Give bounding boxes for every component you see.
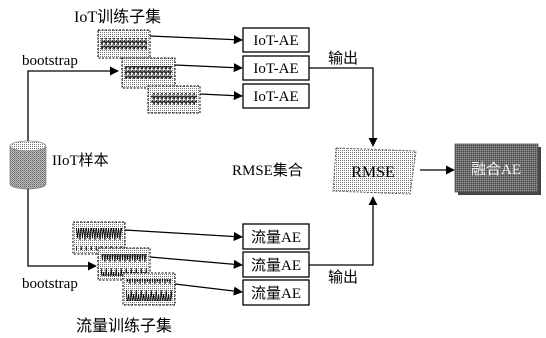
flow-output-arrow xyxy=(309,197,373,265)
flow-ae-label: 流量AE xyxy=(251,285,301,302)
iot-training-subset-3 xyxy=(148,86,200,113)
flow-subset-1-arrow xyxy=(125,230,242,237)
iot-subset-1-arrow xyxy=(150,36,242,40)
rmse-set-label: RMSE集合 xyxy=(232,162,303,179)
iot-output-arrow xyxy=(309,68,373,146)
fusion-ae-label: 融合AE xyxy=(471,161,521,178)
iot-training-subset-2 xyxy=(122,58,175,88)
flow-training-subset-3 xyxy=(123,273,175,305)
iot-ae-label: IoT-AE xyxy=(253,33,298,49)
iot-ae-label: IoT-AE xyxy=(253,89,298,105)
fusion-ae-node: 融合AE xyxy=(455,144,541,195)
iot-training-subset-1 xyxy=(98,30,150,58)
flow-output-label: 输出 xyxy=(328,269,358,286)
iot-output-label: 输出 xyxy=(328,50,358,67)
rmse-label: RMSE xyxy=(351,164,395,181)
iot-ae-box-2: IoT-AE xyxy=(243,56,309,80)
iiot-samples-label: IIoT样本 xyxy=(52,152,109,169)
flow-ae-label: 流量AE xyxy=(251,229,301,246)
iot-subset-2-arrow xyxy=(175,65,242,68)
flow-ae-box-3: 流量AE xyxy=(243,280,309,305)
flow-subset-2-arrow xyxy=(150,257,242,265)
bootstrap-top-arrow xyxy=(28,71,118,141)
bootstrap-bottom-label: bootstrap xyxy=(22,276,78,292)
iot-ae-box-3: IoT-AE xyxy=(243,84,309,108)
flow-ae-label: 流量AE xyxy=(251,257,301,274)
flow-training-subsets-label: 流量训练子集 xyxy=(76,317,172,335)
flow-ae-box-1: 流量AE xyxy=(243,224,309,249)
iot-training-subsets-label: IoT训练子集 xyxy=(74,8,161,26)
iiot-samples-cylinder xyxy=(10,141,46,189)
iot-ae-box-1: IoT-AE xyxy=(243,28,309,52)
bootstrap-top-label: bootstrap xyxy=(22,53,78,69)
rmse-node: RMSE xyxy=(333,148,416,194)
flow-ae-box-2: 流量AE xyxy=(243,252,309,277)
iot-subset-3-arrow xyxy=(200,94,242,96)
flow-subset-3-arrow xyxy=(175,284,242,292)
iot-ae-label: IoT-AE xyxy=(253,61,298,77)
